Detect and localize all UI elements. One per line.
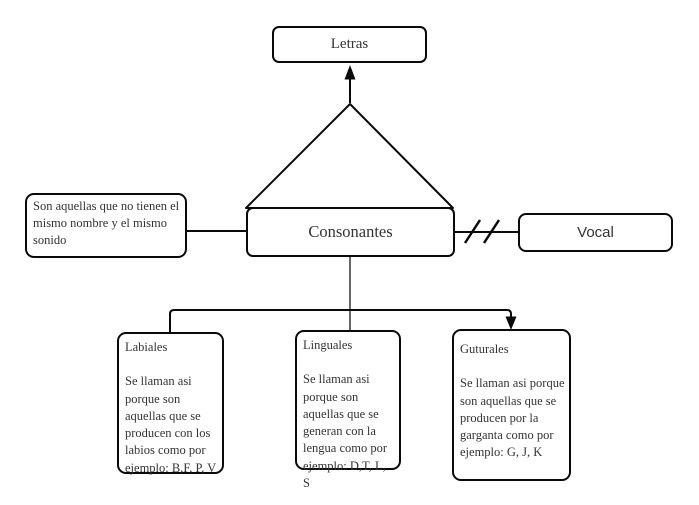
node-consonantes: Consonantes	[246, 207, 455, 257]
vocal-connector-slash-2	[482, 219, 501, 244]
node-letras: Letras	[272, 26, 427, 63]
node-guturales: Guturales Se llaman asi porque son aquel…	[452, 329, 571, 481]
node-guturales-title: Guturales	[460, 342, 509, 356]
node-letras-label: Letras	[330, 36, 369, 52]
node-linguales: Linguales Se llaman asi porque son aquel…	[295, 330, 401, 490]
node-note: Son aquellas que no tienen el mismo nomb…	[25, 193, 187, 258]
node-consonantes-label: Consonantes	[308, 222, 393, 241]
node-vocal: Vocal	[518, 213, 673, 252]
node-labiales-body: Se llaman asi porque son aquellas que se…	[125, 374, 217, 475]
vocal-connector-slash-1	[463, 219, 482, 244]
node-vocal-label: Vocal	[577, 224, 614, 241]
triangle-shape	[245, 103, 454, 209]
node-guturales-body: Se llaman asi porque son aquellas que se…	[460, 376, 565, 460]
node-labiales: Labiales Se llaman asi porque son aquell…	[117, 332, 224, 475]
arrow-down-icon	[505, 316, 517, 330]
arrow-up-icon	[344, 65, 356, 80]
branch-connector	[169, 309, 512, 333]
node-linguales-body: Se llaman asi porque son aquellas que se…	[303, 372, 388, 490]
node-linguales-title: Linguales	[303, 338, 353, 352]
node-labiales-title: Labiales	[125, 340, 168, 354]
